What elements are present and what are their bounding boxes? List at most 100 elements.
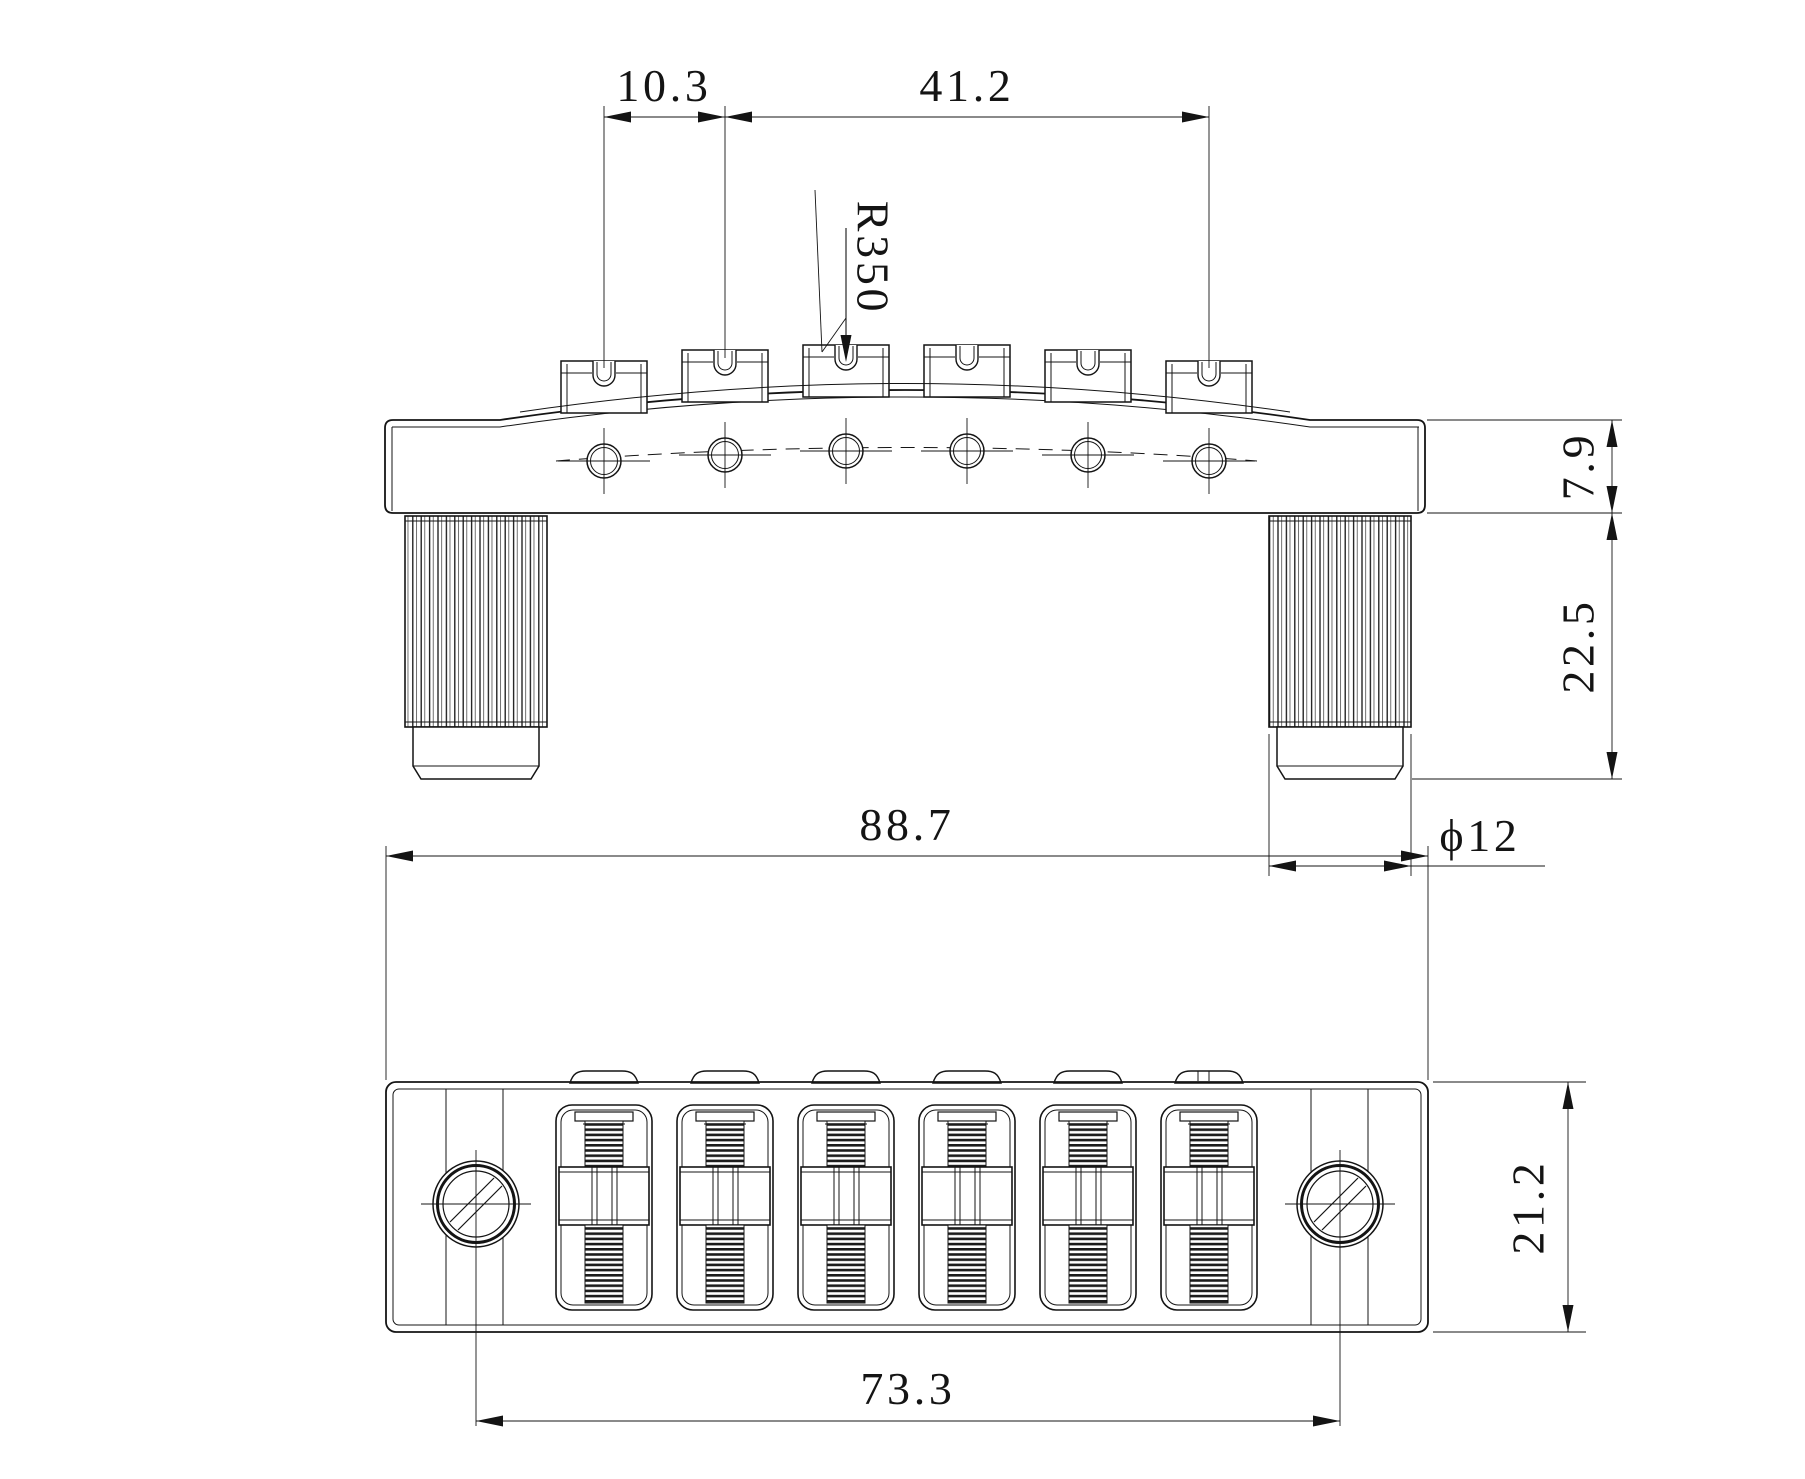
screw-head xyxy=(937,1111,997,1122)
bridge-body-chamfer-line xyxy=(392,396,1419,428)
screw-thread-lower xyxy=(584,1224,624,1304)
dimension-arrowhead xyxy=(1606,420,1618,447)
post-knurl xyxy=(404,515,548,728)
dim-text-saddle-spacing: 10.3 xyxy=(616,60,711,111)
dimension-arrowhead xyxy=(725,111,752,123)
dimension-arrowhead xyxy=(1562,1305,1574,1332)
dimension-arrowhead xyxy=(1401,850,1428,862)
screw-thread-lower xyxy=(826,1224,866,1304)
string-notch-inner xyxy=(717,351,733,371)
saddle-unit-3 xyxy=(797,1104,895,1311)
saddle-body xyxy=(558,1166,650,1226)
dim-text-overall-width: 88.7 xyxy=(859,799,954,850)
screw-head xyxy=(816,1111,876,1122)
saddle-body xyxy=(1042,1166,1134,1226)
saddle-body xyxy=(921,1166,1013,1226)
screw-hole-1 xyxy=(558,428,650,494)
mounting-screw xyxy=(421,1150,531,1426)
screw-thread-lower xyxy=(1068,1224,1108,1304)
arch-rear-edge xyxy=(519,383,1291,413)
screw-hole-2 xyxy=(679,422,771,488)
screw-head xyxy=(574,1111,634,1122)
screw-head xyxy=(1179,1111,1239,1122)
post-tip xyxy=(1276,726,1404,780)
screw-slot-line xyxy=(449,1177,495,1223)
dim-text-body-height: 7.9 xyxy=(1553,432,1604,501)
screw-thread-upper xyxy=(1068,1120,1108,1168)
dim-text-saddle-span: 41.2 xyxy=(919,60,1014,111)
screw-slot-line xyxy=(457,1185,503,1231)
base-plate-outline xyxy=(385,1081,1429,1333)
mounting-post-right xyxy=(1268,515,1412,780)
screw-thread-lower xyxy=(947,1224,987,1304)
screw-thread-lower xyxy=(705,1224,745,1304)
screw-head xyxy=(1058,1111,1118,1122)
string-notch-inner xyxy=(1201,362,1217,382)
dimension-arrowhead xyxy=(1384,860,1411,872)
string-notch-inner xyxy=(838,346,854,366)
screw-slot-line xyxy=(1313,1177,1359,1223)
front-view xyxy=(384,344,1426,780)
saddle-top-3 xyxy=(802,344,890,398)
saddle-top-5 xyxy=(1044,349,1132,403)
saddle-top-4 xyxy=(923,344,1011,398)
screw-thread-upper xyxy=(705,1120,745,1168)
dimension-arrowhead xyxy=(386,850,413,862)
screw-head xyxy=(695,1111,755,1122)
screw-thread-lower xyxy=(1189,1224,1229,1304)
bridge-body-outline xyxy=(384,389,1426,514)
mounting-screw xyxy=(1285,1150,1395,1426)
dimension-arrowhead xyxy=(476,1415,503,1427)
saddle-bump-3 xyxy=(811,1070,881,1084)
dim-text-post-diameter: ϕ12 xyxy=(1439,810,1520,861)
screw-hole-6 xyxy=(1163,428,1255,494)
string-notch-inner xyxy=(596,362,612,382)
leader-line xyxy=(814,189,823,353)
saddle-unit-2 xyxy=(676,1104,774,1311)
dimension-arrowhead xyxy=(1606,486,1618,513)
post-knurl xyxy=(1268,515,1412,728)
saddle-bump-4 xyxy=(932,1070,1002,1084)
screw-slot-line xyxy=(1321,1185,1367,1231)
saddle-block xyxy=(802,344,890,398)
dimension-arrowhead xyxy=(1182,111,1209,123)
dimension-lines xyxy=(385,106,1622,1427)
saddle-bump-2 xyxy=(690,1070,760,1084)
saddle-top-6 xyxy=(1165,360,1253,414)
screw-thread-upper xyxy=(584,1120,624,1168)
dimension-arrowhead xyxy=(1606,513,1618,540)
string-notch xyxy=(592,361,616,387)
plan-view xyxy=(385,1070,1429,1426)
saddle-unit-6 xyxy=(1160,1104,1258,1311)
saddle-body xyxy=(800,1166,892,1226)
saddle-bump-5 xyxy=(1053,1070,1123,1084)
screw-thread-upper xyxy=(947,1120,987,1168)
saddle-top-1 xyxy=(560,360,648,414)
saddle-unit-1 xyxy=(555,1104,653,1311)
string-notch xyxy=(1197,361,1221,387)
dim-text-post-length: 22.5 xyxy=(1553,598,1604,693)
screw-thread-upper xyxy=(1189,1120,1229,1168)
base-plate-inner-edge xyxy=(392,1088,1422,1326)
dim-text-post-spacing: 73.3 xyxy=(860,1363,955,1414)
saddle-body xyxy=(679,1166,771,1226)
post-tip xyxy=(412,726,540,780)
saddle-top-2 xyxy=(681,349,769,403)
dim-text-plate-depth: 21.2 xyxy=(1503,1159,1554,1254)
mounting-post-left xyxy=(404,515,548,780)
dimension-annotations: 10.3 41.2 R350 7.9 22.5 ϕ12 88.7 73.3 21… xyxy=(385,60,1622,1427)
string-notch xyxy=(713,350,737,376)
dimension-arrowhead xyxy=(1313,1415,1340,1427)
dimension-arrowhead xyxy=(1269,860,1296,872)
saddle-unit-4 xyxy=(918,1104,1016,1311)
saddle-body xyxy=(1163,1166,1255,1226)
screw-hole-5 xyxy=(1042,422,1134,488)
leader-arrowhead xyxy=(840,335,852,362)
dim-text-saddle-radius: R350 xyxy=(848,201,899,315)
saddle-bump-1 xyxy=(569,1070,639,1084)
dimension-arrowhead xyxy=(1562,1082,1574,1109)
screw-hole-4 xyxy=(921,418,1013,484)
dimension-arrowhead xyxy=(604,111,631,123)
